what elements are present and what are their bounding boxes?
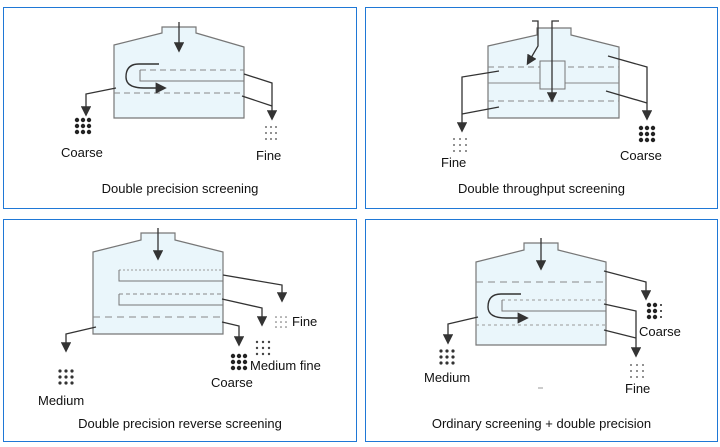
vessel-diagram — [58, 228, 288, 385]
label-medium: Medium — [38, 393, 85, 408]
fine-particles-icon — [275, 316, 287, 328]
label-fine: Fine — [625, 381, 651, 396]
deck-frame — [139, 70, 244, 82]
label-fine: Fine — [256, 148, 282, 163]
label-fine: Fine — [292, 314, 318, 329]
vessel — [113, 26, 245, 119]
medium-outlet-arrow-icon — [442, 316, 479, 345]
vessel-diagram — [439, 238, 662, 389]
label-coarse: Coarse — [61, 145, 103, 160]
label-coarse: Coarse — [639, 324, 681, 339]
fine-particles-icon — [453, 138, 467, 152]
panel-double-throughput-screening: Fine Coarse Double throughput screening — [365, 7, 718, 209]
feed-arrow-icon — [526, 20, 539, 66]
caption: Double throughput screening — [458, 181, 625, 196]
vessel — [475, 242, 607, 346]
coarse-particles-icon — [646, 302, 662, 320]
fine-outlet-arrow-icon — [243, 73, 278, 121]
flow-return-arrow-icon — [487, 293, 529, 324]
medium-outlet-arrow-icon — [60, 326, 97, 353]
fine-outlet-arrow-icon — [456, 70, 500, 133]
medium-fine-particles-icon — [255, 340, 271, 356]
coarse-particles-icon — [638, 125, 656, 143]
feed-arrow-icon — [546, 20, 559, 103]
caption: Double precision reverse screening — [78, 416, 282, 431]
coarse-particles-icon — [74, 117, 92, 135]
vessel-diagram — [74, 22, 278, 140]
caption: Double precision screening — [101, 181, 259, 196]
fine-particles-icon — [630, 364, 644, 378]
medium-particles-icon — [58, 369, 74, 385]
coarse-outlet-arrow-icon — [607, 55, 653, 121]
coarse-outlet-arrow-icon — [80, 87, 117, 117]
coarse-particles-icon — [230, 353, 248, 371]
panel-double-precision-reverse-screening: Fine Medium fine Coarse Medium Double pr… — [3, 219, 357, 442]
label-fine: Fine — [441, 155, 467, 170]
coarse-outlet-arrow-icon — [603, 270, 652, 301]
label-medium-fine: Medium fine — [250, 358, 321, 373]
panel-double-precision-screening: Coarse Fine Double precision screening — [3, 7, 357, 209]
medium-fine-outlet-arrow-icon — [221, 298, 268, 327]
label-coarse: Coarse — [620, 148, 662, 163]
label-medium: Medium — [424, 370, 471, 385]
flow-return-arrow-icon — [125, 63, 167, 94]
caption: Ordinary screening + double precision — [431, 416, 652, 431]
vessel — [92, 232, 224, 335]
label-coarse: Coarse — [211, 375, 253, 390]
vessel-diagram — [453, 20, 656, 152]
medium-particles-icon — [439, 349, 455, 365]
panel-ordinary-plus-double-precision: Coarse Medium Fine Ordinary screening + … — [365, 219, 718, 442]
fine-particles-icon — [265, 126, 277, 140]
fine-outlet-arrow-icon — [222, 274, 288, 303]
fine-outlet-arrow-icon — [603, 303, 642, 358]
coarse-outlet-arrow-icon — [221, 321, 245, 347]
